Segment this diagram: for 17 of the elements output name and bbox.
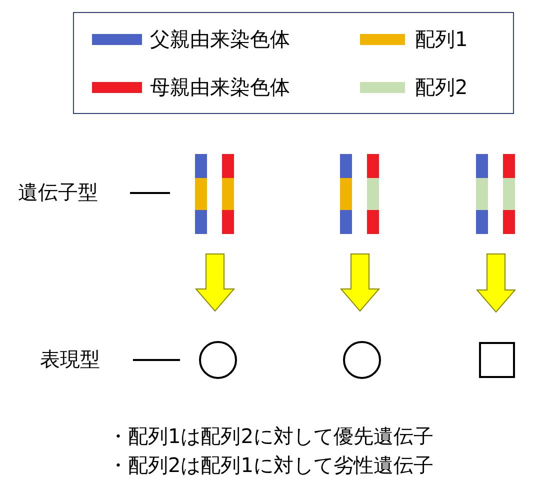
row-label: 遺伝子型 — [18, 182, 98, 202]
chromosome-pair-drawing — [339, 154, 381, 234]
chromosome-pair-drawing — [475, 154, 517, 234]
legend-label: 母親由来染色体 — [150, 77, 290, 97]
note-text: ・配列2は配列1に対して劣性遺伝子 — [108, 455, 434, 475]
circle-symbol — [199, 341, 237, 379]
chromosome-pair-drawing — [194, 154, 236, 234]
legend-label: 父親由来染色体 — [150, 29, 290, 49]
row-label: 表現型 — [40, 349, 100, 369]
legend-label: 配列1 — [415, 29, 468, 49]
note-text: ・配列1は配列2に対して優先遺伝子 — [108, 426, 434, 446]
block-arrow — [194, 254, 236, 312]
circle-symbol — [343, 341, 381, 379]
square-symbol — [479, 342, 515, 378]
block-arrow — [476, 254, 516, 313]
legend-label: 配列2 — [415, 77, 468, 97]
block-arrow — [340, 254, 380, 312]
